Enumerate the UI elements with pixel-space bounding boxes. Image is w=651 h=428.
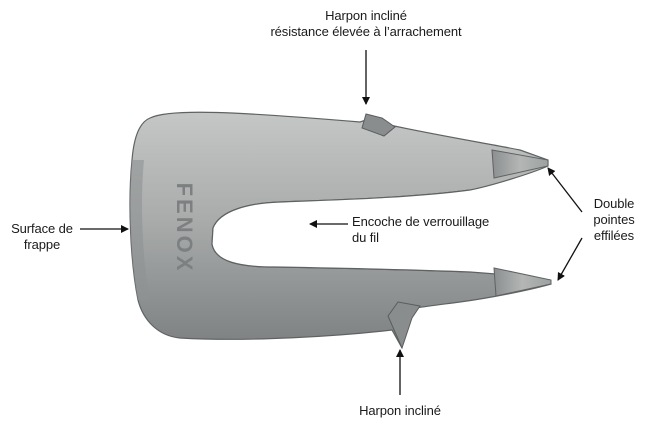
label-strike-surface-line1: Surface de xyxy=(4,221,80,237)
bottom-barb xyxy=(388,302,420,348)
label-notch-line2: du fil xyxy=(352,230,522,246)
label-points: Double pointes effilées xyxy=(583,196,645,244)
arrow-upper-point xyxy=(548,168,582,212)
label-notch-line1: Encoche de verrouillage xyxy=(352,214,522,230)
label-top-barb-line1: Harpon incliné xyxy=(256,8,476,24)
label-notch: Encoche de verrouillage du fil xyxy=(352,214,522,246)
arrow-lower-point xyxy=(558,238,582,280)
label-top-barb-line2: résistance élevée à l’arrachement xyxy=(256,24,476,40)
label-bottom-barb: Harpon incliné xyxy=(340,403,460,419)
label-points-line1: Double xyxy=(583,196,645,212)
label-points-line3: effilées xyxy=(583,228,645,244)
label-strike-surface: Surface de frappe xyxy=(4,221,80,253)
embossed-brand-text: FENOX xyxy=(172,183,197,274)
label-points-line2: pointes xyxy=(583,212,645,228)
label-strike-surface-line2: frappe xyxy=(4,237,80,253)
lower-point xyxy=(494,268,551,296)
label-bottom-barb-line1: Harpon incliné xyxy=(340,403,460,419)
label-top-barb: Harpon incliné résistance élevée à l’arr… xyxy=(256,8,476,40)
